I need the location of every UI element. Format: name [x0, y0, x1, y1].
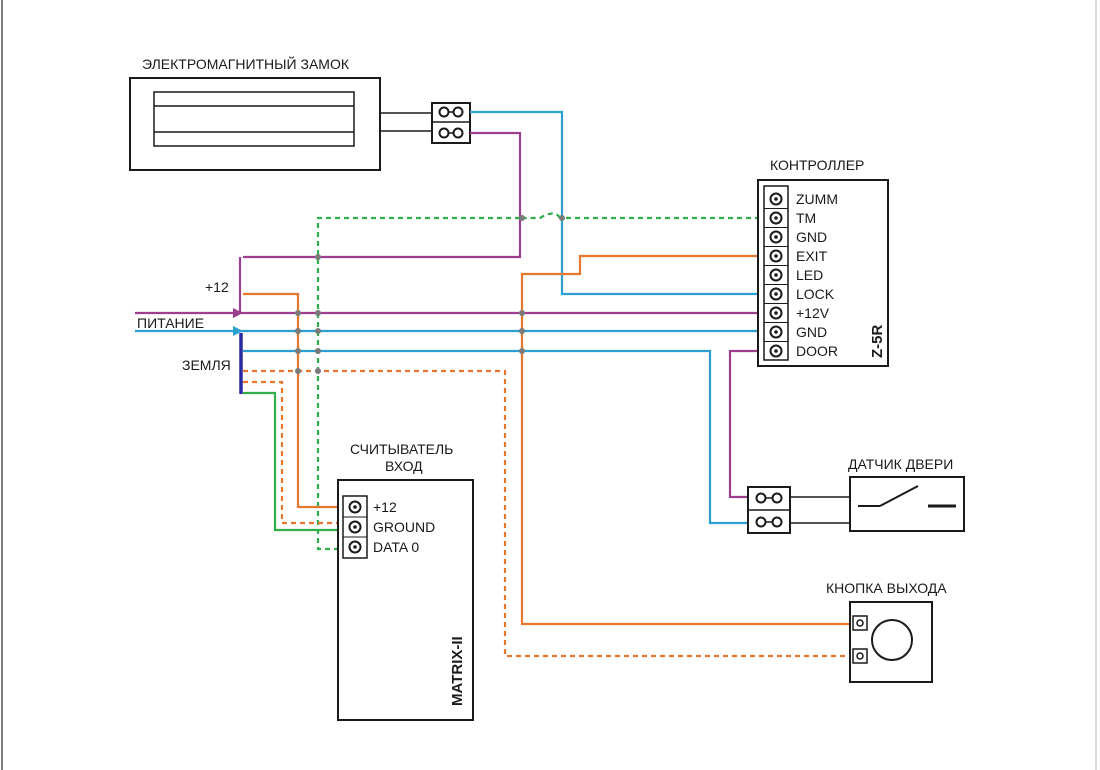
controller-terminal — [769, 192, 783, 206]
wire-reader-plus12 — [243, 292, 344, 509]
power-label: ПИТАНИЕ — [137, 315, 204, 331]
wire-lock-plus12 — [243, 131, 522, 259]
controller-label: КОНТРОЛЛЕР — [770, 157, 864, 173]
wire-gnd-door-sensor — [243, 349, 748, 525]
reader-label-line1: СЧИТЫВАТЕЛЬ — [350, 441, 453, 457]
wire-lock-lock — [470, 110, 760, 296]
controller-terminal — [769, 344, 783, 358]
reader-pin-label: +12 — [373, 499, 397, 515]
wire-door-sensor — [728, 349, 760, 499]
reader-pin-label: DATA 0 — [373, 539, 419, 555]
door-sensor-label: ДАТЧИК ДВЕРИ — [848, 456, 953, 472]
lock-terminal-block — [431, 102, 471, 144]
reader-terminal — [348, 500, 362, 514]
controller: КОНТРОЛЛЕР ZUMM TM GND EXIT LED LOCK +12V GND DO… — [757, 157, 889, 367]
reader-label-line2: ВХОД — [385, 458, 423, 474]
controller-pin-label: DOOR — [796, 343, 838, 359]
wire-exit-button — [520, 254, 850, 626]
wire-gnd-exit-button — [243, 369, 850, 658]
reader-terminal — [348, 520, 362, 534]
controller-pin-label: +12V — [796, 305, 830, 321]
controller-pin-label: GND — [796, 229, 827, 245]
controller-terminal — [769, 211, 783, 225]
controller-terminal — [769, 325, 783, 339]
controller-terminals: ZUMM TM GND EXIT LED LOCK +12V GND DOOR — [764, 191, 838, 359]
controller-pin-label: GND — [796, 324, 827, 340]
controller-pin-label: TM — [796, 210, 816, 226]
reader-model: MATRIX-II — [449, 636, 466, 706]
controller-terminal — [769, 268, 783, 282]
controller-terminal — [769, 249, 783, 263]
controller-terminal — [769, 287, 783, 301]
power-input-arrows — [233, 308, 243, 336]
door-sensor: ДАТЧИК ДВЕРИ — [747, 456, 965, 534]
electromagnetic-lock: ЭЛЕКТРОМАГНИТНЫЙ ЗАМОК — [129, 55, 432, 171]
reader-pin-label: GROUND — [373, 519, 435, 535]
wire-crossings — [295, 215, 565, 374]
controller-terminal — [769, 230, 783, 244]
plus12-label: +12 — [205, 279, 229, 295]
controller-pin-label: EXIT — [796, 248, 828, 264]
wire-reader-ground — [243, 391, 344, 532]
controller-pin-label: LOCK — [796, 286, 835, 302]
exit-button-label: КНОПКА ВЫХОДА — [826, 580, 947, 596]
wires — [135, 110, 850, 658]
controller-pin-label: ZUMM — [796, 191, 838, 207]
controller-terminal — [769, 306, 783, 320]
wire-tm-data0 — [316, 216, 760, 551]
controller-model: Z-5R — [869, 325, 886, 359]
ground-label: ЗЕМЛЯ — [182, 357, 231, 373]
reader-terminal — [348, 540, 362, 554]
lock-label: ЭЛЕКТРОМАГНИТНЫЙ ЗАМОК — [142, 55, 350, 72]
exit-button: КНОПКА ВЫХОДА — [826, 580, 947, 683]
controller-pin-label: LED — [796, 267, 823, 283]
wire-reader-ground-dashed — [243, 380, 344, 525]
